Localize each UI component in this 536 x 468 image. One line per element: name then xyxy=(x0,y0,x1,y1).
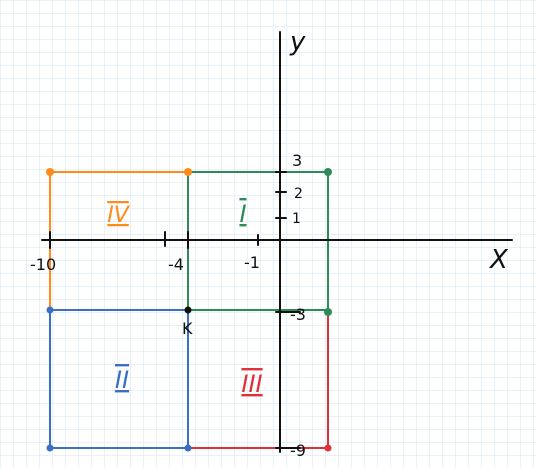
vertex-dot xyxy=(46,306,54,314)
y-tick-label-minus-3: -3 xyxy=(290,305,306,324)
region-label-i: I xyxy=(239,200,246,228)
vertex-dot xyxy=(184,168,192,176)
x-tick-label-minus-10: -10 xyxy=(30,255,56,274)
vertex-dot xyxy=(324,444,332,452)
vertex-dot xyxy=(324,308,332,316)
region-label-iv: IV xyxy=(107,203,130,228)
vertex-dot xyxy=(46,444,54,452)
x-tick-label-minus-1: -1 xyxy=(244,253,260,272)
region-label-iii: III xyxy=(241,370,262,398)
y-tick-label-minus-9: -9 xyxy=(290,441,306,460)
vertex-dot xyxy=(46,168,54,176)
x-axis-label: X xyxy=(488,245,509,275)
vertex-dot xyxy=(184,444,192,452)
y-tick-label-3: 3 xyxy=(292,151,302,170)
y-tick-label-2: 2 xyxy=(294,186,303,202)
point-label-k: K xyxy=(182,319,193,338)
vertex-dot-k xyxy=(184,306,192,314)
y-tick-label-1: 1 xyxy=(292,211,301,227)
axes xyxy=(41,31,513,453)
x-tick-label-minus-4: -4 xyxy=(168,255,184,274)
region-ii-edges xyxy=(49,309,189,449)
vertex-dots xyxy=(46,168,332,452)
vertex-dot xyxy=(324,168,332,176)
region-label-ii: II xyxy=(115,366,129,394)
y-axis-label: y xyxy=(289,27,306,57)
